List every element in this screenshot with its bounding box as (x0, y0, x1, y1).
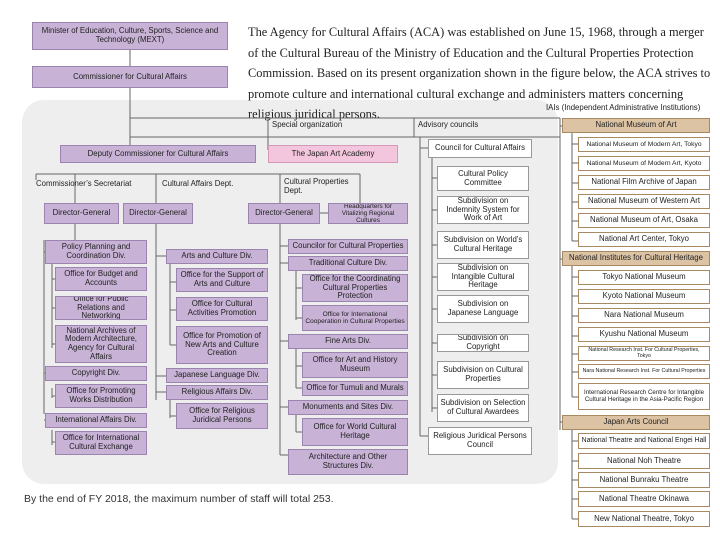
hq-regional-cultures-box: Headquarters for Vitalizing Regional Cul… (328, 203, 408, 224)
advisory-item: Cultural Policy Committee (437, 166, 529, 191)
international-affairs-div: International Affairs Div. (45, 413, 147, 428)
monuments-sites-div: Monuments and Sites Div. (288, 400, 408, 415)
office-religious-persons: Office for Religious Juridical Persons (176, 403, 268, 429)
iai-art-item: National Museum of Western Art (578, 194, 710, 209)
iai-council-item: National Theatre Okinawa (578, 491, 710, 507)
iai-art-item: National Art Center, Tokyo (578, 232, 710, 247)
deputy-commissioner-box: Deputy Commissioner for Cultural Affairs (60, 145, 256, 163)
iai-heritage-item: Kyushu National Museum (578, 327, 710, 342)
iai-art-item: National Museum of Art, Osaka (578, 213, 710, 228)
arts-culture-div: Arts and Culture Div. (166, 249, 268, 264)
japan-art-academy-box: The Japan Art Academy (268, 145, 398, 163)
office-tumuli-murals: Office for Tumuli and Murals (302, 381, 408, 396)
national-museum-of-art: National Museum of Art (562, 118, 710, 133)
national-archives-modern-architecture: National Archives of Modern Architecture… (55, 325, 147, 363)
iai-heritage-item: Nara National Research Inst. For Cultura… (578, 364, 710, 379)
cultural-affairs-dept-label: Cultural Affairs Dept. (162, 179, 234, 188)
architecture-structures-div: Architecture and Other Structures Div. (288, 449, 408, 475)
religious-affairs-div: Religious Affairs Div. (166, 385, 268, 400)
advisory-item: Subdivision on Japanese Language (437, 295, 529, 323)
office-support-arts: Office for the Support of Arts and Cultu… (176, 268, 268, 292)
advisory-item: Subdivision on Intangible Cultural Herit… (437, 263, 529, 291)
director-general-box-1: Director-General (44, 203, 119, 224)
traditional-culture-div: Traditional Culture Div. (288, 256, 408, 271)
iai-heritage-item: Nara National Museum (578, 308, 710, 323)
office-budget-accounts: Office for Budget and Accounts (55, 267, 147, 291)
copyright-div: Copyright Div. (45, 366, 147, 381)
iai-council-item: New National Theatre, Tokyo (578, 511, 710, 527)
iai-council-item: National Theatre and National Engei Hall (578, 433, 710, 449)
commissioner-box: Commissioner for Cultural Affairs (32, 66, 228, 88)
office-world-heritage: Office for World Cultural Heritage (302, 418, 408, 446)
office-art-history-museum: Office for Art and History Museum (302, 352, 408, 378)
director-general-box-2: Director-General (123, 203, 193, 224)
office-intl-cooperation: Office for International Cooperation in … (302, 305, 408, 331)
religious-juridical-council: Religious Juridical Persons Council (428, 427, 532, 455)
iai-heritage-item: International Research Centre for Intang… (578, 383, 710, 410)
special-organization-label: Special organization (272, 120, 343, 129)
office-cultural-activities: Office for Cultural Activities Promotion (176, 297, 268, 321)
japanese-language-div: Japanese Language Div. (166, 368, 268, 383)
policy-planning-div: Policy Planning and Coordination Div. (45, 240, 147, 264)
japan-arts-council: Japan Arts Council (562, 415, 710, 430)
secretariat-label: Commissioner’s Secretariat (36, 179, 132, 188)
office-public-relations: Office for Public Relations and Networki… (55, 296, 147, 320)
national-institutes-heritage: National Institutes for Cultural Heritag… (562, 251, 710, 266)
advisory-item: Subdivision on Indemnity System for Work… (437, 196, 529, 224)
advisory-item: Subdivision on Selection of Cultural Awa… (437, 394, 529, 422)
iai-heritage-item: Tokyo National Museum (578, 270, 710, 285)
minister-box: Minister of Education, Culture, Sports, … (32, 22, 228, 50)
office-new-arts: Office for Promotion of New Arts and Cul… (176, 326, 268, 364)
iai-heritage-item: Kyoto National Museum (578, 289, 710, 304)
iai-art-item: National Museum of Modern Art, Tokyo (578, 137, 710, 152)
iai-council-item: National Bunraku Theatre (578, 472, 710, 488)
advisory-item: Subdivision on Cultural Properties (437, 361, 529, 389)
office-coordinating-protection: Office for the Coordinating Cultural Pro… (302, 274, 408, 302)
advisory-item: Subdivision on Copyright (437, 334, 529, 352)
director-general-box-3: Director-General (248, 203, 320, 224)
fine-arts-div: Fine Arts Div. (288, 334, 408, 349)
office-promoting-works: Office for Promoting Works Distribution (55, 384, 147, 408)
iai-council-item: National Noh Theatre (578, 453, 710, 469)
iais-label: IAIs (Independent Administrative Institu… (546, 103, 701, 112)
cultural-properties-dept-label: Cultural Properties Dept. (284, 177, 349, 195)
council-cultural-affairs: Council for Cultural Affairs (428, 139, 532, 158)
councilor-cultural-properties: Councilor for Cultural Properties (288, 239, 408, 254)
advisory-councils-label: Advisory councils (418, 120, 479, 129)
iai-art-item: National Museum of Modern Art, Kyoto (578, 156, 710, 171)
office-intl-cultural-exchange: Office for International Cultural Exchan… (55, 431, 147, 455)
iai-heritage-item: National Research Inst. For Cultural Pro… (578, 346, 710, 361)
staff-footnote: By the end of FY 2018, the maximum numbe… (24, 493, 334, 505)
iai-art-item: National Film Archive of Japan (578, 175, 710, 190)
advisory-item: Subdivision on World’s Cultural Heritage (437, 231, 529, 259)
